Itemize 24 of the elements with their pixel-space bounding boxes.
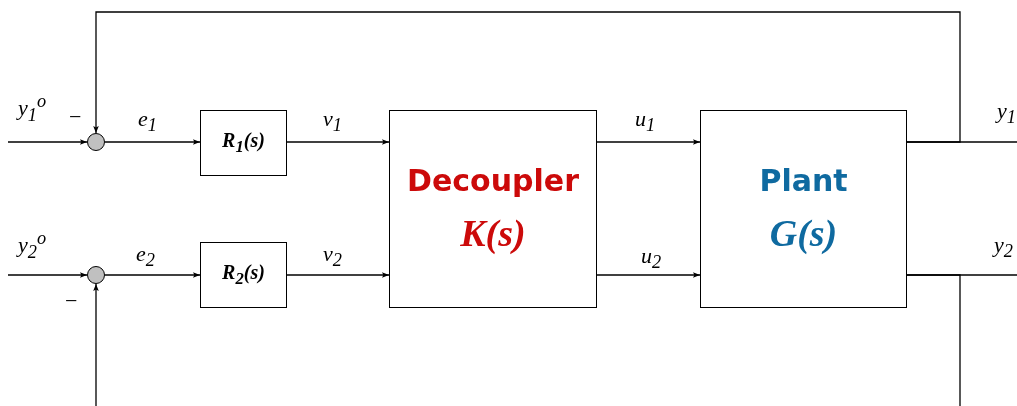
arrow: [286, 272, 390, 278]
summing-junction: [87, 266, 105, 284]
signal-line: [906, 141, 1017, 143]
arrow: [104, 272, 201, 278]
block-title: Decoupler: [407, 166, 579, 196]
block: [700, 110, 907, 308]
arrow: [596, 139, 701, 145]
arrow: [7, 272, 88, 278]
arrow: [93, 274, 961, 406]
arrow: [7, 139, 88, 145]
transfer-function: R$_{1}$(s): [222, 130, 265, 156]
arrow: [104, 139, 201, 145]
arrow: [286, 139, 390, 145]
summing-junction: [87, 133, 105, 151]
block: [389, 110, 597, 308]
signal-line: [906, 274, 1017, 276]
transfer-function: K(s): [460, 214, 526, 252]
transfer-function: G(s): [769, 214, 838, 252]
controller-block: [200, 110, 287, 176]
block-title: Plant: [759, 166, 848, 196]
arrow: [596, 272, 701, 278]
transfer-function: R$_{2}$(s): [222, 262, 265, 288]
arrow: [93, 11, 961, 143]
controller-block: [200, 242, 287, 308]
